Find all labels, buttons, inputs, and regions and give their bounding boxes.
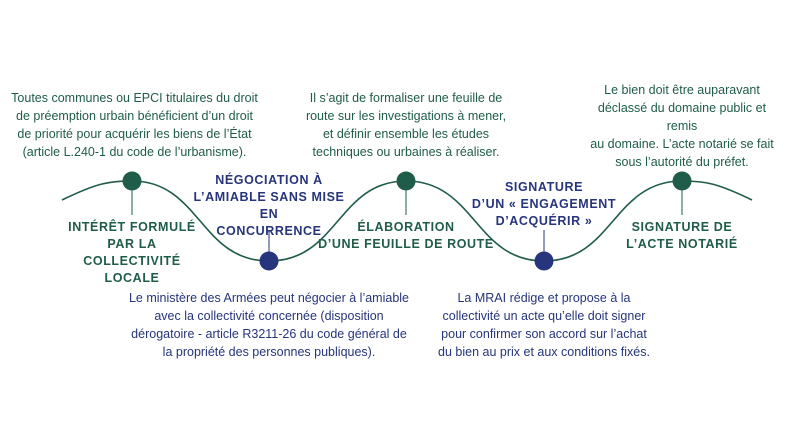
step-2-description: Le ministère des Armées peut négocier à … (128, 291, 409, 359)
step-marker-3 (396, 171, 416, 191)
step-3-title: ÉLABORATION D’UNE FEUILLE DE ROUTE (318, 220, 494, 251)
step-4-title: SIGNATURE D’UN « ENGAGEMENT D’ACQUÉRIR » (471, 180, 617, 228)
step-3-description: Il s’agit de formaliser une feuille de r… (305, 91, 507, 159)
step-1-title: INTÉRÊT FORMULÉ PAR LA COLLECTIVITÉ LOCA… (68, 220, 196, 285)
step-marker-4 (534, 251, 554, 271)
step-marker-1 (122, 171, 142, 191)
step-2-title: NÉGOCIATION À L’AMIABLE SANS MISE EN CON… (193, 173, 345, 238)
step-marker-2 (259, 251, 279, 271)
step-1-description: Toutes communes ou EPCI titulaires du dr… (11, 91, 258, 159)
step-5-title: SIGNATURE DE L’ACTE NOTARIÉ (626, 220, 738, 251)
step-5-description: Le bien doit être auparavant déclassé du… (590, 83, 774, 169)
step-marker-5 (672, 171, 692, 191)
step-4-description: La MRAI rédige et propose à la collectiv… (438, 291, 650, 359)
